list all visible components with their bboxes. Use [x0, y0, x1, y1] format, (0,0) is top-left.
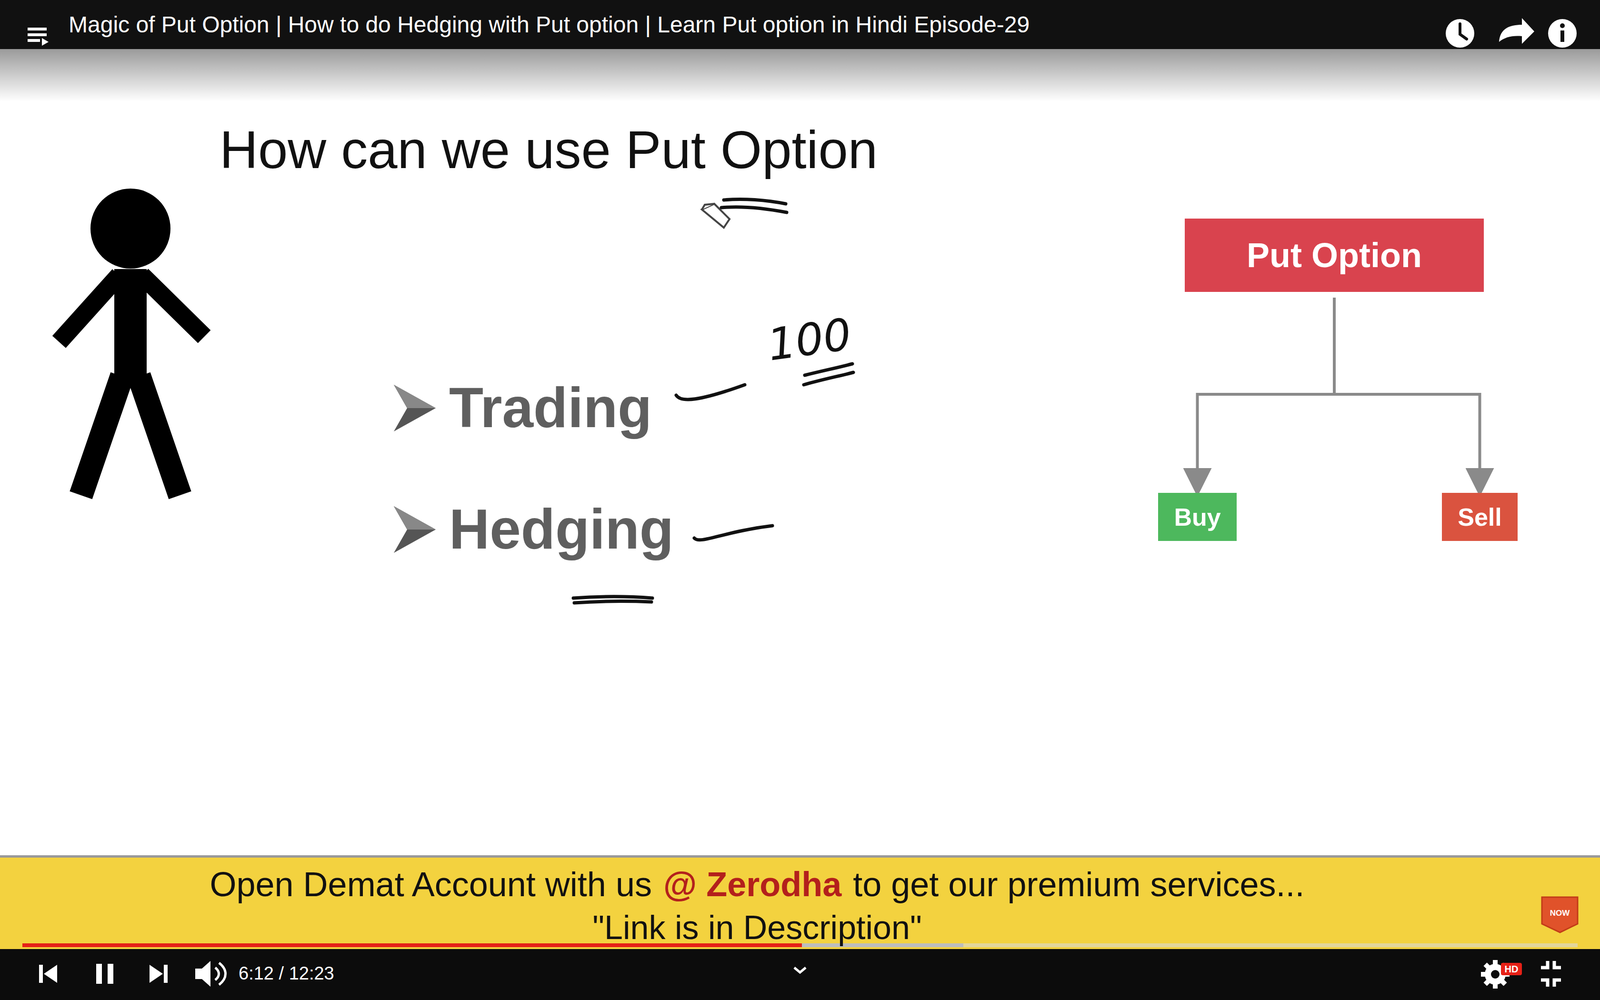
stick-figure — [59, 188, 205, 496]
buy-box: Buy — [1158, 492, 1237, 541]
banner-line: Open Demat Account with us @ Zerodhato ge… — [0, 864, 1515, 904]
banner-border — [0, 855, 1600, 858]
info-icon — [1548, 19, 1577, 48]
tree-connector — [1197, 297, 1335, 491]
handwritten-number: 100 — [764, 308, 855, 371]
subscribe-badge — [1541, 897, 1578, 933]
time-display: 6:12 / 12:23 — [238, 963, 335, 984]
banner-link-text: "Link is in Description" — [0, 908, 1515, 947]
box-label: Sell — [1457, 502, 1502, 532]
subscribe-text: NOW — [1541, 908, 1578, 919]
bullet-text: Hedging — [449, 496, 674, 562]
volume-icon — [195, 960, 226, 987]
box-label: Buy — [1173, 502, 1221, 532]
next-icon — [149, 964, 168, 983]
banner-brand: @ Zerodha — [663, 864, 842, 904]
top-bar — [0, 0, 1600, 50]
bullet-arrow — [393, 384, 436, 432]
previous-icon — [39, 964, 58, 983]
playlist-icon — [27, 27, 49, 46]
tree-connector — [1334, 297, 1480, 491]
chevron-icon — [794, 967, 806, 973]
share-icon — [1499, 18, 1535, 44]
root-box: Put Option — [1184, 218, 1484, 292]
bullet-text: Trading — [449, 375, 652, 440]
bullet-arrow — [393, 506, 436, 553]
pause-icon — [96, 963, 114, 984]
hand-underline — [721, 199, 787, 213]
sell-box: Sell — [1441, 492, 1518, 541]
video-title: Magic of Put Option | How to do Hedging … — [68, 11, 1030, 38]
controls-bar — [0, 949, 1600, 1000]
hd-text: HD — [1500, 963, 1522, 975]
watch-later-icon — [1445, 19, 1475, 48]
banner-text: to get our premium services... — [852, 864, 1305, 904]
banner-text: Open Demat Account with us — [209, 864, 652, 904]
exit-fullscreen-icon — [1540, 960, 1561, 987]
box-label: Put Option — [1246, 235, 1422, 275]
promo-banner — [0, 855, 1600, 951]
slide-heading: How can we use Put Option — [219, 119, 878, 181]
hd-badge — [1500, 962, 1522, 976]
top-shade — [0, 49, 1600, 102]
